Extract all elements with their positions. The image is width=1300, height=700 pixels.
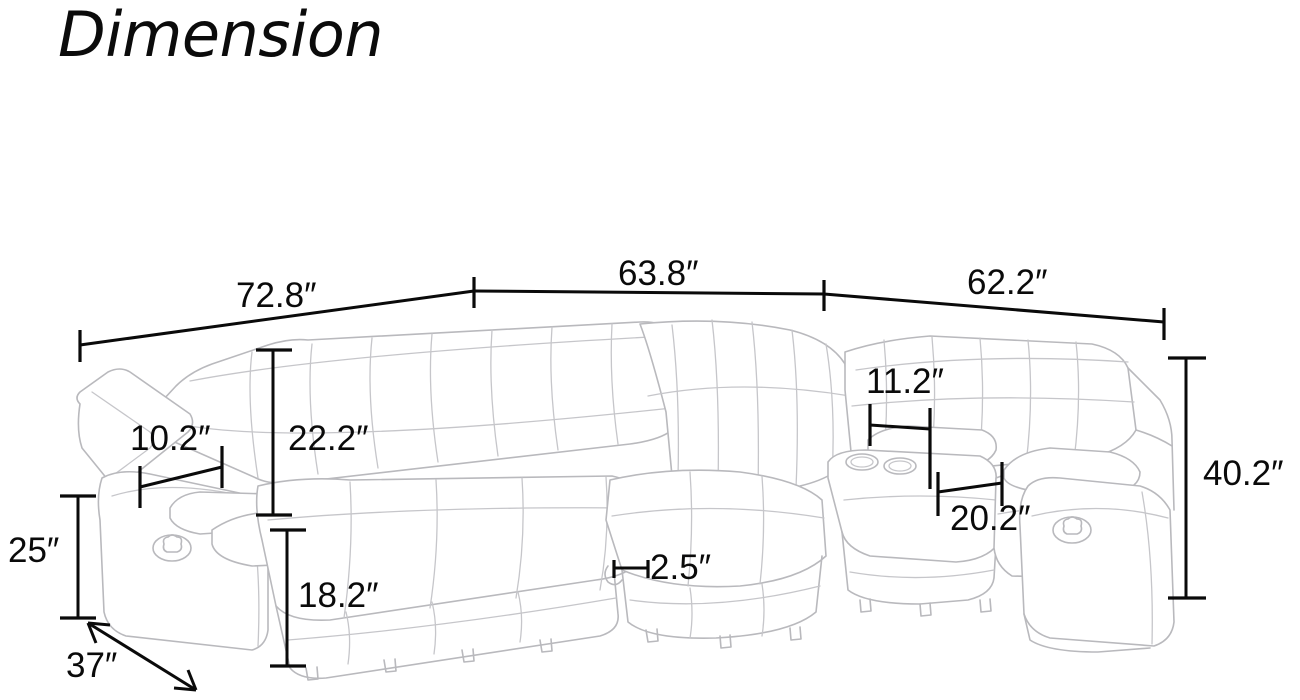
left-seat-cushions bbox=[169, 475, 641, 681]
dimline-overall-height bbox=[1168, 356, 1206, 600]
label-floor-clearance: 2.5″ bbox=[650, 548, 712, 587]
label-left-section-width: 72.8″ bbox=[236, 276, 317, 315]
dimline-floor-clearance bbox=[612, 560, 650, 578]
dimline-left-arm-height bbox=[60, 494, 96, 620]
dimline-seat-height bbox=[270, 528, 306, 668]
label-right-seat-width: 20.2″ bbox=[950, 499, 1031, 538]
storage-console bbox=[827, 425, 999, 605]
dimline-left-arm-width bbox=[138, 446, 224, 508]
label-left-arm-width: 10.2″ bbox=[130, 419, 211, 458]
cup-holder-right-icon bbox=[883, 457, 917, 475]
recliner-handle-right-icon bbox=[1052, 516, 1092, 544]
dimension-lines bbox=[60, 277, 1206, 692]
recliner-handle-icon bbox=[152, 534, 192, 562]
left-section-backrest bbox=[161, 321, 673, 485]
dimline-right-section-width bbox=[823, 292, 1166, 340]
dimline-right-seat-width bbox=[936, 462, 1004, 516]
label-console-width: 11.2″ bbox=[866, 362, 944, 401]
cup-holder-left-icon bbox=[845, 453, 879, 471]
label-left-back-height: 22.2″ bbox=[288, 419, 369, 458]
label-overall-height: 40.2″ bbox=[1203, 454, 1284, 493]
right-arm-and-seat bbox=[859, 367, 1175, 653]
label-right-section-width: 62.2″ bbox=[967, 263, 1048, 302]
label-seat-depth: 37″ bbox=[66, 646, 118, 685]
sofa-artwork bbox=[76, 319, 1175, 681]
label-seat-height: 18.2″ bbox=[298, 576, 379, 615]
page-title: Dimension bbox=[58, 0, 384, 71]
corner-wedge-section bbox=[604, 319, 853, 649]
dimline-console-width bbox=[868, 404, 932, 489]
dimline-left-back-height bbox=[256, 348, 292, 517]
label-left-arm-height: 25″ bbox=[8, 531, 60, 570]
dimline-seat-depth bbox=[86, 621, 198, 692]
label-corner-section-width: 63.8″ bbox=[618, 254, 699, 293]
